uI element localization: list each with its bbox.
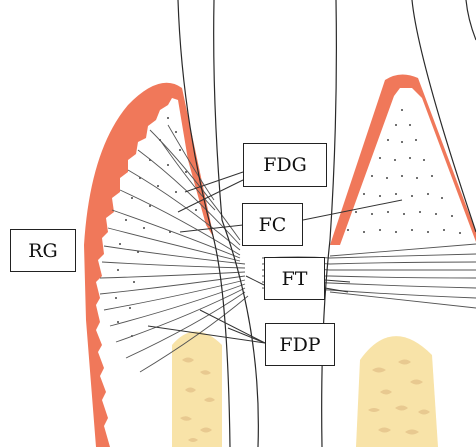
alveolar-bone-left: [172, 332, 222, 447]
label-ft: FT: [264, 257, 325, 300]
gingiva-right: [330, 74, 476, 245]
label-rg: RG: [10, 229, 76, 272]
label-fdp: FDP: [265, 323, 335, 366]
label-fc: FC: [242, 203, 303, 246]
alveolar-bone-right: [356, 336, 438, 447]
label-fdg: FDG: [243, 143, 327, 187]
